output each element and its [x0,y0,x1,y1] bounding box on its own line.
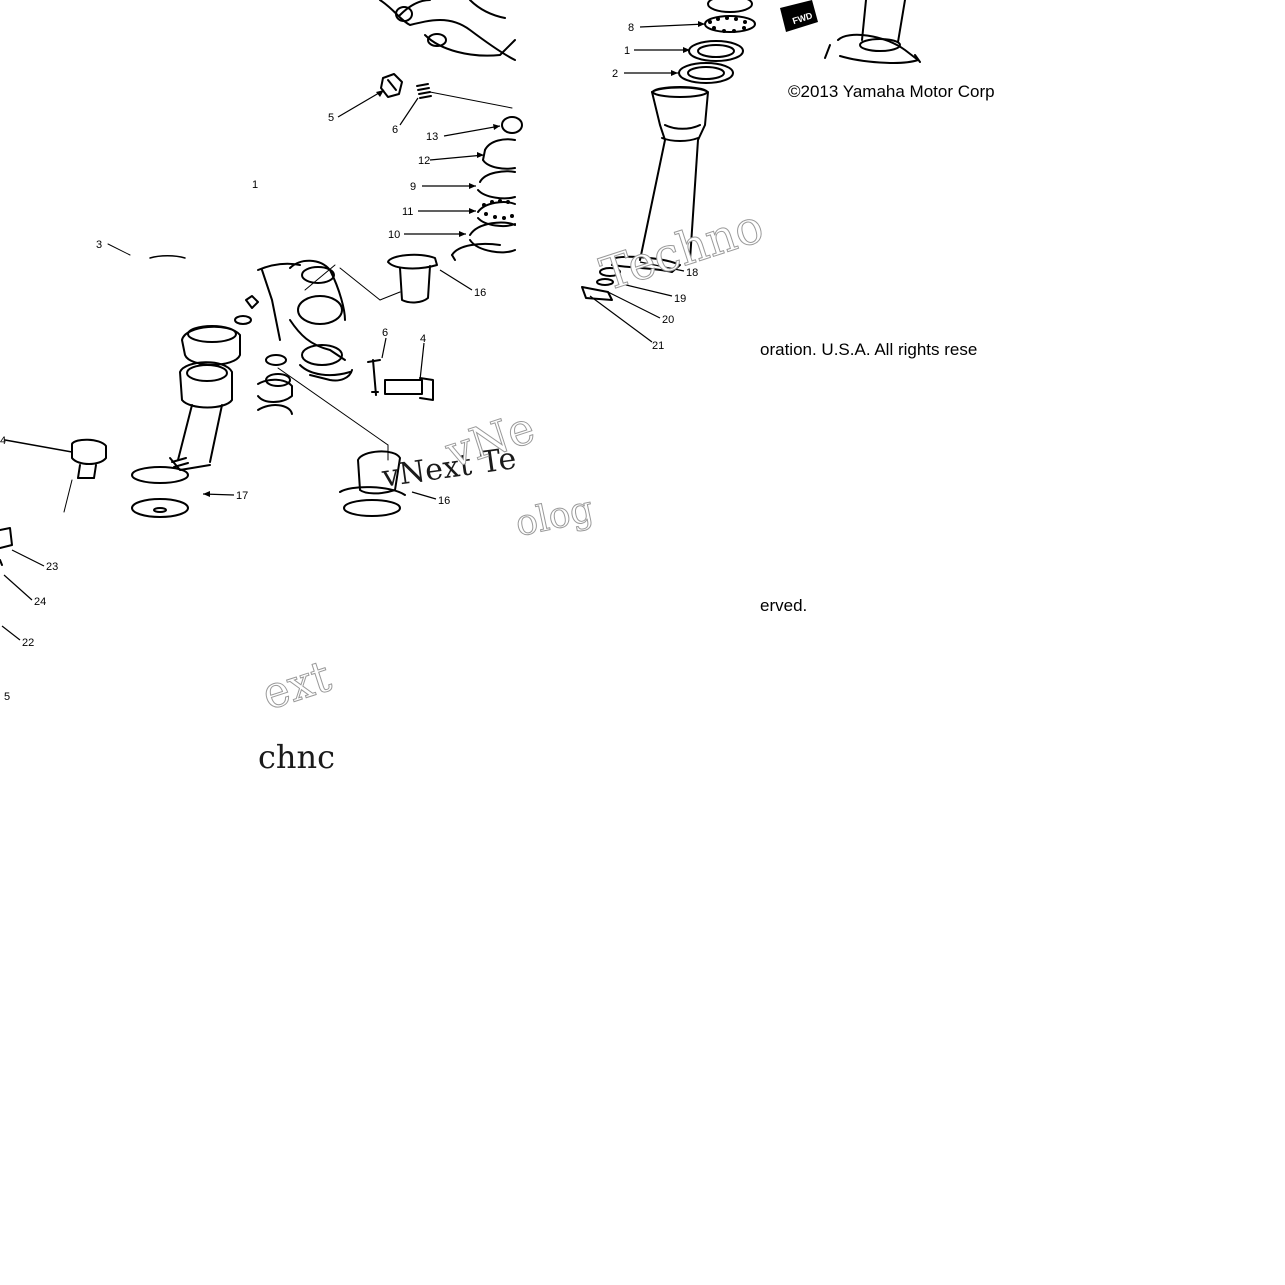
callout-number: 12 [418,155,430,167]
callout-number: 17 [236,490,248,502]
upper-bracket-fragment [379,0,516,61]
lower-bracket-fragment [257,259,353,382]
watermark-fragment: chnc [258,738,336,776]
spring-washer-part [416,83,432,99]
bushing-part-upper [387,253,438,304]
callout-number: 19 [674,293,686,305]
callout-number: 22 [22,637,34,649]
callout-number: 5 [328,112,334,124]
callout-number: 13 [426,131,438,143]
callout-number: 16 [474,287,486,299]
callout-number: 8 [628,22,634,34]
callout-number: 20 [662,314,674,326]
nut-part [380,73,403,98]
callout-leader-lines [1,23,706,641]
callout-number: 23 [46,561,58,573]
ball-bearing-beads [482,199,514,220]
callout-number: 24 [34,596,46,608]
copyright-line-2: oration. U.S.A. All rights rese [760,340,978,359]
callout-number: 1 [624,45,630,57]
fork-tube-fragment [824,0,921,64]
callout-number: 6 [392,124,398,136]
steering-stem-part [611,86,709,273]
callout-number: 2 [612,68,618,80]
callout-number: 4 [0,435,6,447]
callout-arrowheads [203,21,705,497]
callout-number: 6 [382,327,388,339]
ball-bearing-beads-right [708,16,747,33]
callout-number: 18 [686,267,698,279]
callout-number: 21 [652,340,664,352]
callout-number: 11 [402,206,413,218]
callout-number: 5 [4,691,10,703]
forward-direction-icon: FWD [780,0,818,32]
copyright-line-1: ©2013 Yamaha Motor Corp [788,82,995,101]
callout-number: 9 [410,181,416,193]
bearing-stack-left [451,116,523,261]
bearing-race-stack-right [678,0,756,84]
handlebar-holder-parts [169,325,241,471]
callout-number: 3 [96,239,102,251]
copyright-line-3: erved. [760,596,808,615]
flange-bolt-part [4,438,107,513]
pinch-bolt-part [367,359,434,401]
callout-numbers: 8 1 2 5 6 13 12 9 11 10 16 1 3 6 4 4 17 … [0,22,698,703]
callout-number: 16 [438,495,450,507]
callout-number: 1 [252,179,258,191]
callout-number: 10 [388,229,400,241]
bushing-part-lower [339,450,406,517]
callout-number: 4 [420,333,426,345]
